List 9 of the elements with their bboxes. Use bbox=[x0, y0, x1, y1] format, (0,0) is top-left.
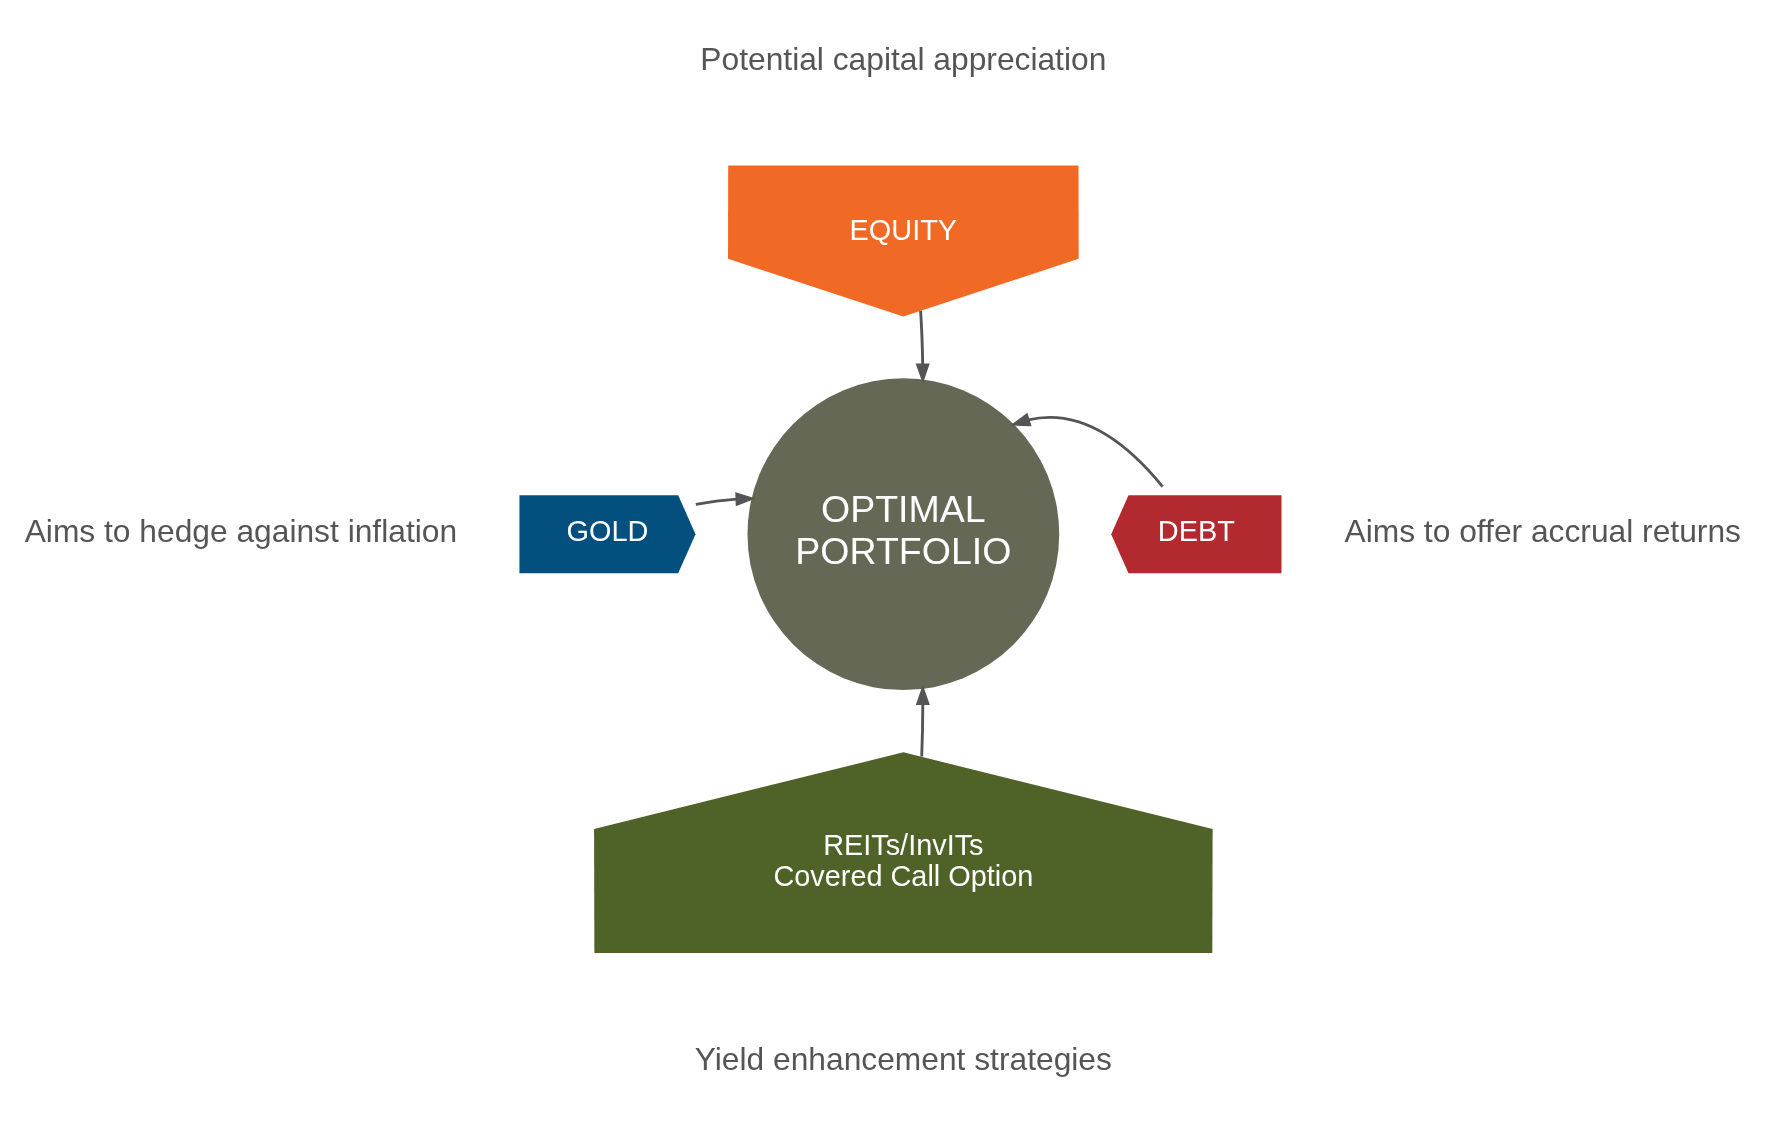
node-label: Aims to hedge against inflation bbox=[24, 513, 458, 550]
arrow bbox=[915, 684, 930, 757]
node-label: Aims to offer accrual returns bbox=[1344, 513, 1741, 550]
node-circle: OPTIMAL PORTFOLIO bbox=[747, 378, 1060, 691]
arrow bbox=[695, 492, 756, 507]
arrow bbox=[1010, 412, 1164, 488]
arrow bbox=[915, 310, 930, 384]
node-label: Yield enhancement strategies bbox=[694, 1041, 1112, 1078]
node-label: Potential capital appreciation bbox=[700, 40, 1107, 77]
